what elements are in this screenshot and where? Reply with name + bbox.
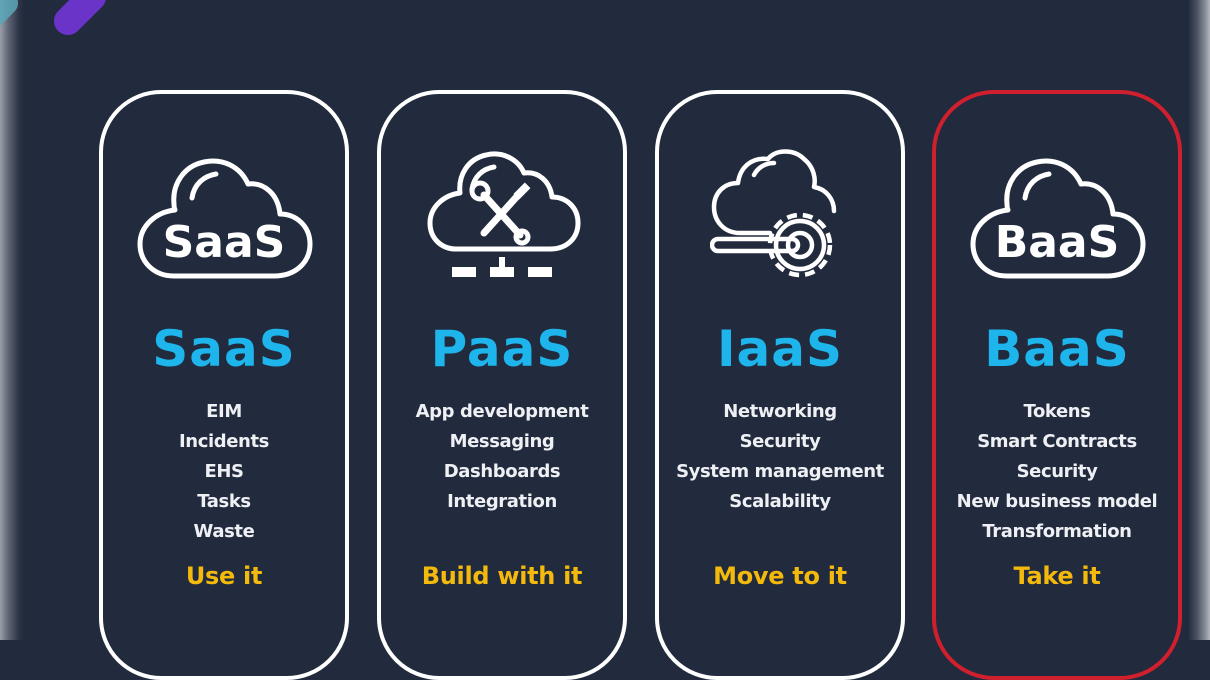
feature-item: App development xyxy=(415,401,589,422)
feature-list: Tokens Smart Contracts Security New busi… xyxy=(936,397,1178,547)
feature-item: Smart Contracts xyxy=(977,431,1137,452)
right-edge-shadow xyxy=(1188,0,1210,640)
cloud-saas-icon: SaaS xyxy=(103,149,345,289)
feature-item: Tasks xyxy=(197,491,251,512)
card-baas: BaaS BaaS Tokens Smart Contracts Securit… xyxy=(932,90,1182,680)
feature-item: New business model xyxy=(956,491,1158,512)
feature-item: Tokens xyxy=(1023,401,1091,422)
feature-item: Scalability xyxy=(729,491,831,512)
feature-list: EIM Incidents EHS Tasks Waste xyxy=(103,397,345,547)
decorative-purple-stripe xyxy=(48,0,112,41)
feature-item: Transformation xyxy=(982,521,1132,542)
feature-item: Integration xyxy=(447,491,557,512)
card-saas: SaaS SaaS EIM Incidents EHS Tasks Waste … xyxy=(99,90,349,680)
feature-item: Waste xyxy=(193,521,255,542)
card-title: IaaS xyxy=(716,320,844,378)
icon-label: BaaS xyxy=(995,217,1120,268)
feature-item: Networking xyxy=(723,401,837,422)
feature-item: EIM xyxy=(206,401,242,422)
feature-item: System management xyxy=(676,461,884,482)
card-tagline: Use it xyxy=(185,562,263,590)
cloud-tools-network-icon xyxy=(381,149,623,289)
feature-list: App development Messaging Dashboards Int… xyxy=(381,397,623,517)
card-tagline: Take it xyxy=(1013,562,1101,590)
card-title: SaaS xyxy=(152,320,296,378)
feature-item: Messaging xyxy=(449,431,555,452)
card-title: BaaS xyxy=(984,320,1130,378)
feature-item: Security xyxy=(739,431,821,452)
cloud-gear-icon xyxy=(659,149,901,289)
card-paas: PaaS App development Messaging Dashboard… xyxy=(377,90,627,680)
feature-list: Networking Security System management Sc… xyxy=(659,397,901,517)
feature-item: Security xyxy=(1016,461,1098,482)
card-title: PaaS xyxy=(430,320,574,378)
cloud-baas-icon: BaaS xyxy=(936,149,1178,289)
card-tagline: Build with it xyxy=(421,562,583,590)
feature-item: Incidents xyxy=(179,431,269,452)
icon-label: SaaS xyxy=(163,217,286,268)
feature-item: Dashboards xyxy=(443,461,561,482)
card-iaas: IaaS Networking Security System manageme… xyxy=(655,90,905,680)
feature-item: EHS xyxy=(204,461,244,482)
left-edge-shadow xyxy=(0,0,24,640)
card-tagline: Move to it xyxy=(713,562,847,590)
